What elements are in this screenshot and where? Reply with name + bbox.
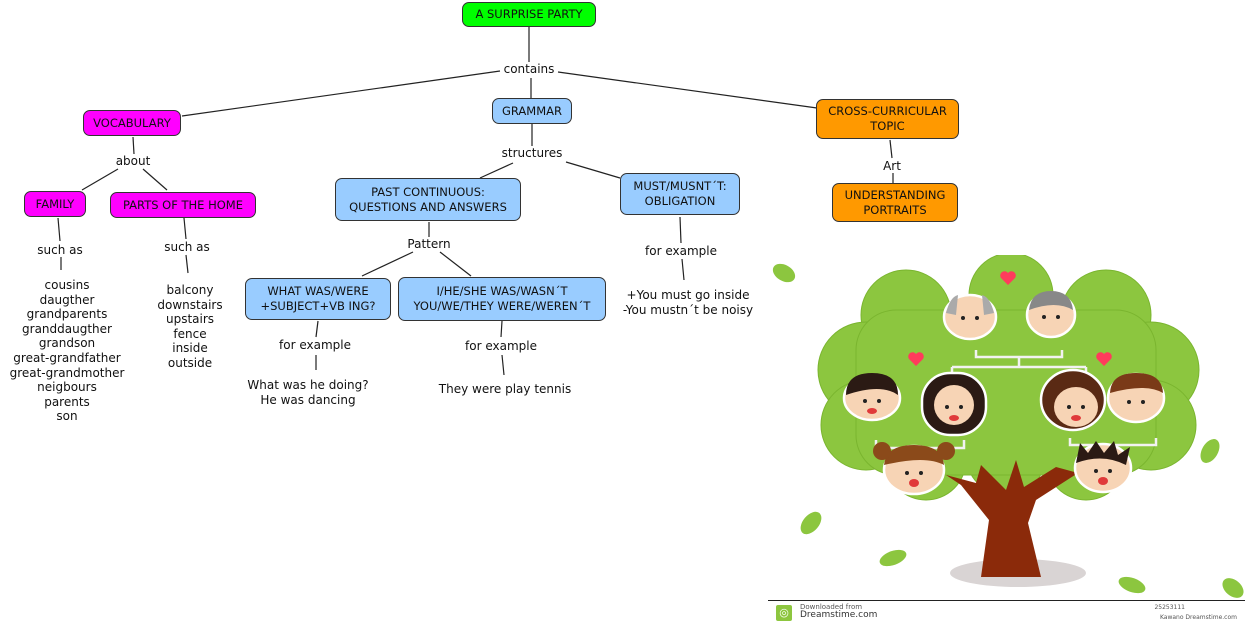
home-word-item: upstairs [165, 312, 215, 327]
link-label-contains: contains [501, 62, 557, 76]
connector-vocabulary-about [132, 136, 135, 155]
root-node-title[interactable]: A SURPRISE PARTY [462, 2, 596, 27]
family-word-item: daugther [39, 292, 95, 307]
watermark-author: Kawano Dreamstime.com [1159, 614, 1237, 621]
link-label-such-as-home: such as [162, 240, 212, 254]
answer-example-item: They were play tennis [438, 382, 572, 396]
image-watermark-footer: ◎ Downloaded from Dreamstime.com 2525311… [768, 600, 1245, 628]
connector-forexample-answer-examples [501, 354, 505, 376]
grandpa-face-icon [942, 293, 998, 341]
home-word-item: balcony [166, 283, 214, 297]
link-label-for-example-question: for example [277, 338, 353, 352]
node-family[interactable]: FAMILY [24, 191, 86, 217]
must-examples-list: +You must go inside-You mustn´t be noisy [623, 288, 753, 317]
node-answer-pattern[interactable]: I/HE/SHE WAS/WASN´T YOU/WE/THEY WERE/WER… [398, 277, 606, 321]
connector-family-suchas [57, 217, 61, 242]
link-label-structures: structures [499, 146, 565, 160]
node-cross-curricular-topic[interactable]: CROSS-CURRICULAR TOPIC [816, 99, 959, 139]
leaf-icon [1118, 576, 1146, 594]
node-grammar[interactable]: GRAMMAR [492, 98, 572, 124]
family-word-item: grandson [38, 336, 96, 351]
node-understanding-portraits[interactable]: UNDERSTANDING PORTRAITS [832, 183, 958, 222]
family-word-item: grandparents [26, 307, 108, 322]
connector-about-family [81, 168, 119, 191]
home-word-item: downstairs [157, 297, 223, 312]
link-label-for-example-answer: for example [463, 339, 539, 353]
family-word-item: son [56, 409, 78, 424]
face-details [846, 291, 1163, 487]
connector-home-suchas [183, 217, 187, 240]
family-word-item: great-grandfather [13, 350, 121, 365]
connector-suchas-home-list [185, 254, 189, 274]
watermark-line-2: Dreamstime.com [800, 610, 878, 620]
link-label-pattern: Pattern [405, 237, 453, 251]
heart-icon [908, 352, 924, 366]
connector-structures-must [565, 161, 621, 179]
connector-question-forexample [315, 320, 319, 338]
answer-examples-list: They were play tennis [439, 382, 571, 397]
family-tree-illustration [772, 255, 1244, 598]
leaf-icon [1200, 439, 1220, 463]
question-example-item: He was dancing [260, 392, 356, 407]
home-word-item: fence [173, 326, 207, 341]
node-past-continuous[interactable]: PAST CONTINUOUS: QUESTIONS AND ANSWERS [335, 178, 521, 221]
family-word-item: granddaugther [22, 321, 112, 336]
watermark-id: 25253111 [1154, 604, 1185, 611]
leaf-icons [772, 263, 1244, 598]
connector-must-forexample [679, 216, 682, 244]
connector-contains-vocabulary [181, 70, 501, 117]
family-word-item: neigbours [37, 380, 97, 395]
connector-pattern-answer [439, 251, 472, 277]
heart-icons [908, 271, 1112, 366]
heart-icon [1096, 352, 1112, 366]
leaf-icon [879, 549, 907, 567]
home-word-item: outside [167, 355, 213, 370]
connector-contains-cross [557, 71, 818, 109]
link-label-for-example-must: for example [643, 244, 719, 258]
connector-pattern-question [361, 251, 414, 277]
node-question-pattern[interactable]: WHAT WAS/WERE +SUBJECT+VB ING? [245, 278, 391, 320]
watermark-line-1: Downloaded from [800, 603, 863, 611]
question-examples-list: What was he doing?He was dancing [247, 378, 368, 407]
leaf-icon [1222, 578, 1244, 598]
link-label-art: Art [881, 159, 903, 173]
family-word-item: great-grandmother [9, 365, 125, 380]
connector-cross-art [889, 139, 893, 159]
heart-icon [1000, 271, 1016, 285]
connector-structures-past [479, 162, 514, 179]
link-label-about: about [113, 154, 153, 168]
leaf-icon [772, 263, 796, 283]
home-word-item: inside [172, 341, 208, 356]
node-vocabulary[interactable]: VOCABULARY [83, 110, 181, 136]
node-parts-of-the-home[interactable]: PARTS OF THE HOME [110, 192, 256, 218]
link-label-such-as-family: such as [35, 243, 85, 257]
leaf-icon [800, 511, 822, 535]
connector-about-home [142, 168, 168, 191]
must-example-item: +You must go inside [626, 288, 750, 302]
family-word-item: parents [44, 394, 90, 409]
question-example-item: What was he doing? [247, 378, 369, 392]
tree-trunk [946, 460, 1078, 577]
dreamstime-logo-icon: ◎ [776, 605, 792, 621]
node-must-obligation[interactable]: MUST/MUSNT´T: OBLIGATION [620, 173, 740, 215]
family-word-item: cousins [44, 278, 90, 292]
connector-forexample-must-examples [681, 258, 685, 281]
must-example-item: -You mustn´t be noisy [622, 302, 754, 317]
connector-answer-forexample [500, 320, 503, 338]
